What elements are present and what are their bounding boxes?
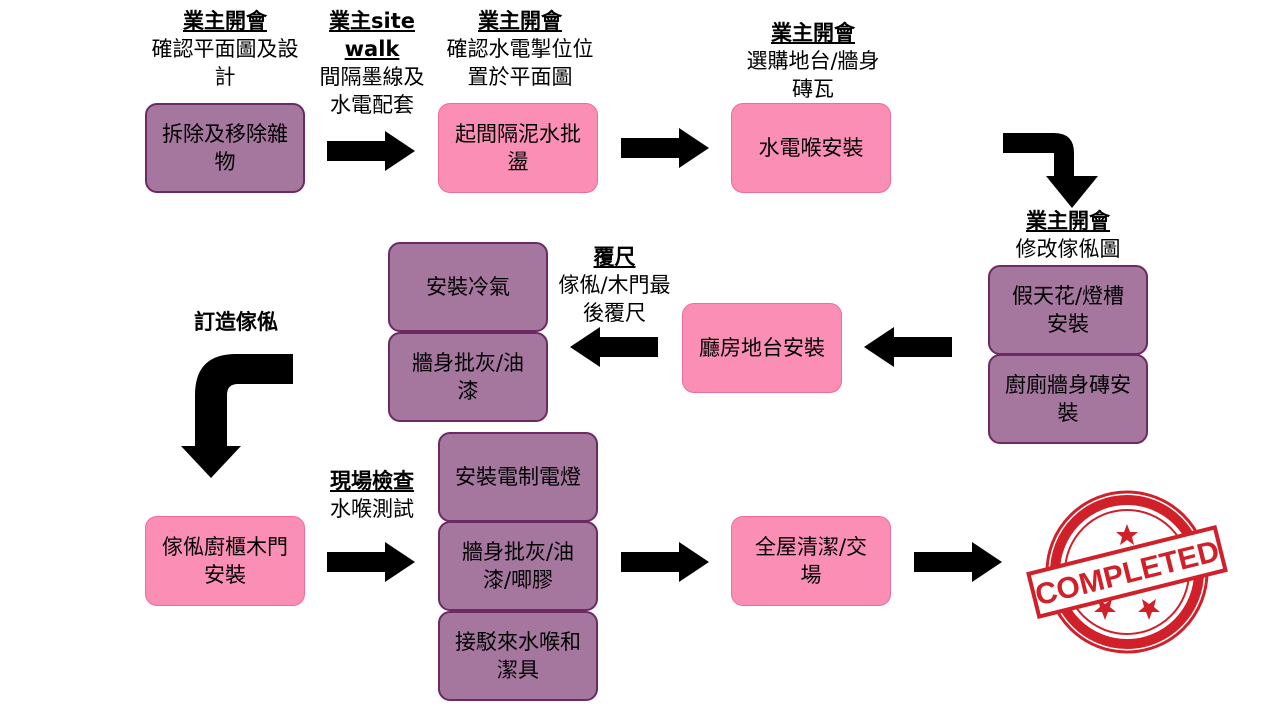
step-label: 全屋清潔/交場 <box>754 535 868 587</box>
step-label: 假天花/燈槽安裝 <box>1011 284 1125 336</box>
step-aircon-install: 安裝冷氣 <box>388 242 548 332</box>
step-label: 牆身批灰/油漆 <box>411 351 525 403</box>
step-label: 起間隔泥水批盪 <box>455 122 581 174</box>
note-body: 修改傢俬圖 <box>1015 237 1121 261</box>
note-heading: 業主開會 <box>478 9 562 33</box>
note-body: 確認平面圖及設計 <box>151 37 299 89</box>
step-label: 牆身批灰/油漆/唧膠 <box>461 540 575 592</box>
step-label: 安裝冷氣 <box>426 275 510 299</box>
step-plumbing-electrical: 水電喉安裝 <box>731 103 891 193</box>
step-label: 水電喉安裝 <box>758 136 864 160</box>
step-partition-plaster: 起間隔泥水批盪 <box>438 103 598 193</box>
note-heading: 現場檢查 <box>330 469 414 493</box>
arrow-right-icon <box>621 128 709 168</box>
stamp-stars <box>1094 524 1160 620</box>
note-owner-meeting-plan: 業主開會 確認平面圖及設計 <box>150 7 300 91</box>
step-label: 傢俬廚櫃木門安裝 <box>162 535 288 587</box>
note-owner-site-walk: 業主site walk 間隔墨線及水電配套 <box>312 7 432 119</box>
note-heading: 業主開會 <box>1026 209 1110 233</box>
note-final-measurement: 覆尺 傢俬/木門最後覆尺 <box>552 243 677 327</box>
note-owner-meeting-furniture: 業主開會 修改傢俬圖 <box>993 207 1143 263</box>
note-heading: 業主site walk <box>329 9 415 61</box>
step-furniture-install: 傢俬廚櫃木門安裝 <box>145 516 305 606</box>
step-floor-install: 廳房地台安裝 <box>682 303 842 393</box>
step-label: 廳房地台安裝 <box>699 336 825 360</box>
step-label: 接駁來水喉和潔具 <box>455 630 581 682</box>
arrow-left-icon <box>570 327 658 367</box>
arrow-right-icon <box>327 542 415 582</box>
note-heading: 業主開會 <box>183 9 267 33</box>
label-custom-furniture: 訂造傢俬 <box>194 310 278 334</box>
note-heading: 業主開會 <box>771 21 855 45</box>
note-body: 選購地台/牆身磚瓦 <box>746 49 880 101</box>
note-body: 水喉測試 <box>330 497 414 521</box>
step-cleaning-handover: 全屋清潔/交場 <box>731 516 891 606</box>
note-body: 間隔墨線及水電配套 <box>319 65 425 117</box>
bent-arrow-down-icon <box>1003 133 1098 208</box>
arrow-right-icon <box>914 542 1002 582</box>
note-body: 確認水電掣位位置於平面圖 <box>446 37 594 89</box>
step-demolition: 拆除及移除雜物 <box>145 103 305 193</box>
completed-stamp: COMPLETED <box>1026 490 1228 654</box>
step-electrical-lights: 安裝電制電燈 <box>438 432 598 522</box>
step-plumbing-fixtures: 接駁來水喉和潔具 <box>438 611 598 701</box>
arrow-right-icon <box>327 131 415 171</box>
step-label: 安裝電制電燈 <box>455 465 581 489</box>
step-label: 廚廁牆身磚安裝 <box>1005 373 1131 425</box>
step-kitchen-wall-tiles: 廚廁牆身磚安裝 <box>988 354 1148 444</box>
bent-arrow-down-icon <box>181 354 293 478</box>
note-owner-meeting-tiles: 業主開會 選購地台/牆身磚瓦 <box>738 19 888 103</box>
note-heading: 覆尺 <box>593 245 636 269</box>
step-label: 拆除及移除雜物 <box>162 122 288 174</box>
arrow-left-icon <box>864 327 952 367</box>
step-false-ceiling: 假天花/燈槽安裝 <box>988 265 1148 355</box>
step-wall-putty-paint: 牆身批灰/油漆 <box>388 332 548 422</box>
stamp-banner <box>1026 525 1228 619</box>
note-site-inspection: 現場檢查 水喉測試 <box>312 467 432 523</box>
step-wall-paint-caulk: 牆身批灰/油漆/唧膠 <box>438 521 598 611</box>
note-owner-meeting-switches: 業主開會 確認水電掣位位置於平面圖 <box>437 7 603 91</box>
note-body: 傢俬/木門最後覆尺 <box>558 273 671 325</box>
arrow-right-icon <box>621 542 709 582</box>
